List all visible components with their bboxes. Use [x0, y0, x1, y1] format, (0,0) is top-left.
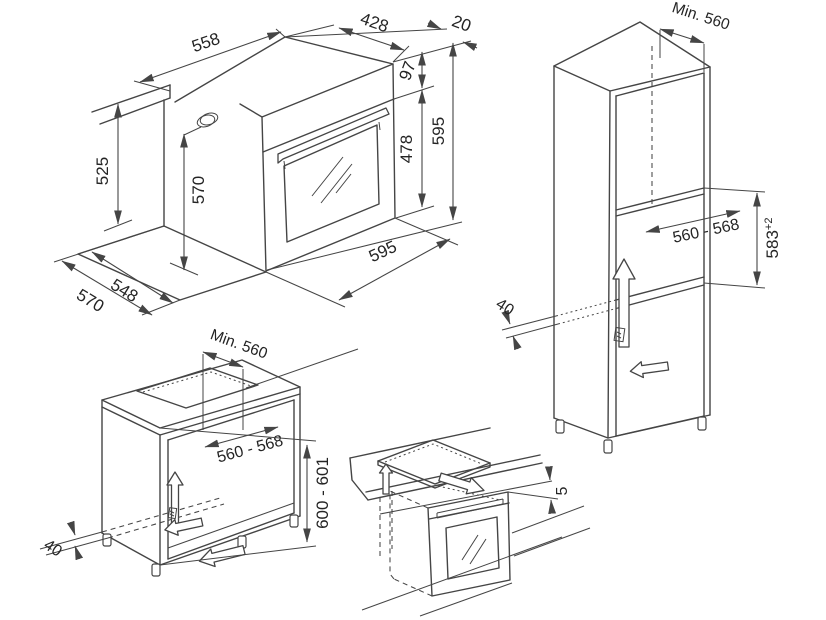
niche-outline [77, 36, 394, 301]
oven-handle [277, 107, 390, 164]
base-unit-outline [39, 348, 359, 577]
hob-cutout [136, 367, 259, 409]
base-unit-diagram: Min. 560 560 - 568 600 - 601 40 [39, 326, 359, 577]
vent-sticker-icon [167, 507, 178, 520]
base-unit-airflow [164, 471, 246, 568]
oven-isometric-diagram: 558 428 20 97 478 595 525 570 [53, 9, 478, 316]
under-oven-outline [361, 490, 591, 617]
dim-worktop-clearance-label: 5 [554, 486, 571, 495]
tall-unit-airflow [612, 258, 670, 379]
dim-tall-rear-gap-label: 40 [493, 295, 517, 319]
dim-width-label: 595 [366, 237, 400, 266]
dim-niche-outer-depth-label: 570 [73, 285, 107, 316]
tall-unit-dimensions: Min. 560 560 - 568 583+2 40 [493, 0, 782, 351]
dim-tall-niche-height-label: 583+2 [763, 218, 782, 259]
dim-door-height-label: 478 [397, 135, 416, 163]
under-worktop-diagram: 5 [349, 427, 591, 617]
dim-niche-front-height-label: 525 [93, 157, 112, 185]
oven-door-window [283, 124, 380, 243]
insert-arrow-icon [198, 544, 246, 568]
dim-top-width-label: 558 [189, 29, 222, 56]
airflow-up-arrow-icon [612, 258, 636, 348]
insert-arrow-icon [164, 517, 204, 536]
oven-outline [239, 63, 396, 272]
tall-unit-outline [501, 21, 711, 454]
under-worktop-dimensions: 5 [507, 466, 571, 514]
dim-base-rear-gap-label: 40 [41, 536, 65, 560]
dim-tall-niche-width-label: 560 - 568 [671, 216, 741, 247]
under-worktop-arrows [378, 463, 485, 495]
dim-tall-min-depth-label: Min. 560 [670, 0, 732, 34]
dim-niche-inner-height-label: 570 [189, 176, 208, 204]
cable-hole-icon [199, 112, 219, 126]
insert-arrow-icon [438, 472, 485, 495]
vent-sticker-icon [613, 326, 626, 343]
dim-panel-height-label: 97 [395, 59, 419, 83]
insert-arrow-icon [629, 361, 670, 379]
airflow-up-arrow-icon [378, 463, 394, 495]
dim-setback-label: 20 [449, 11, 473, 35]
tall-unit-diagram: Min. 560 560 - 568 583+2 40 [493, 0, 782, 454]
dim-base-height-label: 600 - 601 [313, 457, 332, 529]
dim-height-label: 595 [429, 117, 448, 145]
